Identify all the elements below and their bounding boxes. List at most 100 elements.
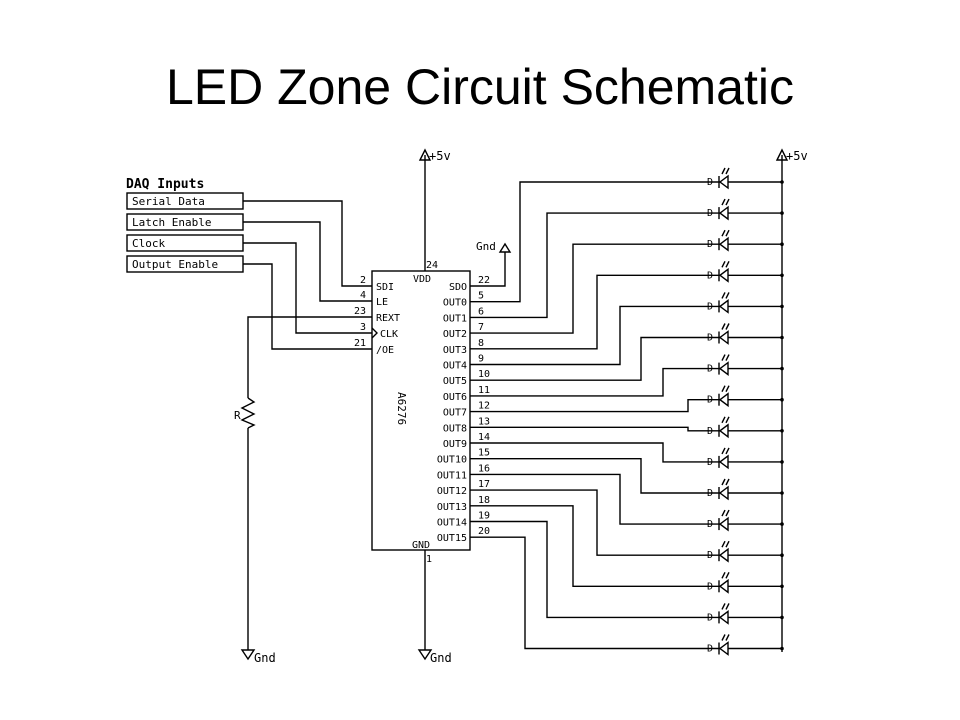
led-label: D <box>707 519 713 530</box>
led-channel: D <box>470 385 784 413</box>
vplus-led-label: +5v <box>786 149 808 163</box>
daq-input-label: Serial Data <box>132 195 205 208</box>
led-channel-wire <box>470 243 720 334</box>
ic-right-pin-name: OUT2 <box>443 329 467 340</box>
led-label: D <box>707 488 713 499</box>
ic-gnd-pin-label: GND <box>412 540 430 551</box>
led-diode-icon <box>718 205 729 221</box>
resistor-gnd-symbol-icon <box>240 649 256 661</box>
ic-left-pin-number: 2 <box>360 275 366 286</box>
ic-right-pin-number: 11 <box>478 385 490 396</box>
led-diode-icon <box>718 547 729 563</box>
led-label: D <box>707 239 713 250</box>
daq-input-box <box>126 192 244 210</box>
ic-right-pin-name: OUT9 <box>443 439 467 450</box>
ic-left-pin-number: 4 <box>360 290 366 301</box>
ic-right-pin-name: OUT3 <box>443 345 467 356</box>
led-label: D <box>707 301 713 312</box>
ic-right-pin-number: 9 <box>478 354 484 365</box>
led-channel: D <box>470 323 784 381</box>
rext-wire <box>247 316 372 398</box>
ic-left-pin-number: 3 <box>360 322 366 333</box>
ic-left-pin-name: CLK <box>380 329 398 340</box>
led-light-arrows-icon <box>721 603 730 610</box>
led-label: D <box>707 644 713 655</box>
ic-right-pin-name: OUT12 <box>437 486 467 497</box>
led-light-arrows-icon <box>721 229 730 237</box>
led-diode-icon <box>718 361 729 376</box>
led-diode-icon <box>718 485 729 501</box>
led-diode-icon <box>718 299 729 314</box>
junction-dot-icon <box>780 366 784 371</box>
led-label: D <box>707 333 713 344</box>
le-wire <box>243 221 372 302</box>
junction-dot-icon <box>780 460 784 464</box>
led-diode-icon <box>718 578 729 594</box>
sdo-gnd-label: Gnd <box>476 240 496 253</box>
sdo-gnd-symbol-icon <box>498 242 512 253</box>
ic-right-pin-name: OUT14 <box>437 518 467 529</box>
resistor-icon <box>240 397 256 429</box>
led-channel-wire <box>470 305 720 366</box>
led-light-arrows-icon <box>721 354 730 361</box>
led-channel: D <box>470 458 784 501</box>
led-label: D <box>707 612 713 623</box>
junction-dot-icon <box>780 553 784 557</box>
led-channel: D <box>470 536 784 656</box>
resistor-label: R <box>234 409 241 422</box>
clk-wire <box>243 242 372 334</box>
led-channel: D <box>470 416 784 439</box>
ic-right-pin-number: 20 <box>478 526 490 537</box>
led-light-arrows-icon <box>721 385 730 393</box>
led-channel-wire <box>470 274 720 350</box>
ic-right-pin-name: SDO <box>449 282 467 293</box>
led-channel-wire <box>470 367 720 397</box>
led-light-arrows-icon <box>721 292 730 299</box>
ic-right-pin-name: OUT7 <box>443 408 467 419</box>
junction-dot-icon <box>780 273 784 278</box>
schematic-labels: DAQ Inputs +5v +5v Gnd Gnd Gnd R VDD 24 … <box>126 149 808 665</box>
led-channel: D <box>470 505 784 594</box>
ic-left-pin-name: SDI <box>376 282 394 293</box>
led-diode-icon <box>718 516 729 532</box>
junction-dot-icon <box>780 180 784 184</box>
led-label: D <box>707 208 713 219</box>
static-wiring <box>240 148 789 661</box>
ic-right-pin-name: OUT4 <box>443 361 467 372</box>
ic-left-pin-name: LE <box>376 297 388 308</box>
led-channel-wire <box>470 181 720 303</box>
ic-right-pin-number: 14 <box>478 432 490 443</box>
slide-title: LED Zone Circuit Schematic <box>165 59 794 115</box>
ic-part-name: A6276 <box>395 392 408 425</box>
led-channel-wire <box>470 536 720 650</box>
sdo-gnd-wire <box>470 252 506 287</box>
led-label: D <box>707 270 713 281</box>
led-channel-wire <box>470 520 720 619</box>
ic-right-pins: SDO22OUT05OUT16OUT27OUT38OUT49OUT510OUT6… <box>437 275 490 544</box>
led-light-arrows-icon <box>721 447 730 455</box>
sdi-wire <box>243 200 372 287</box>
ic-right-pin-name: OUT13 <box>437 502 467 513</box>
junction-dot-icon <box>780 397 784 402</box>
led-light-arrows-icon <box>721 260 730 268</box>
junction-dot-icon <box>780 646 784 651</box>
ic-right-pin-number: 13 <box>478 416 490 427</box>
ic-right-pin-name: OUT11 <box>437 470 467 481</box>
led-channel-wire <box>470 212 720 319</box>
ic-right-pin-number: 7 <box>478 322 484 333</box>
led-channel: D <box>470 473 784 532</box>
daq-input-item: Output Enable <box>126 255 244 273</box>
led-diode-icon <box>718 610 729 625</box>
led-diode-icon <box>718 267 729 283</box>
led-channel: D <box>470 442 784 470</box>
junction-dot-icon <box>780 242 784 246</box>
daq-input-item: Serial Data <box>126 192 244 210</box>
led-channel: D <box>470 292 784 366</box>
ic-right-pin-number: 17 <box>478 479 490 490</box>
ic-left-pin-name: REXT <box>376 313 400 324</box>
led-light-arrows-icon <box>721 478 730 486</box>
led-light-arrows-icon <box>721 634 730 641</box>
